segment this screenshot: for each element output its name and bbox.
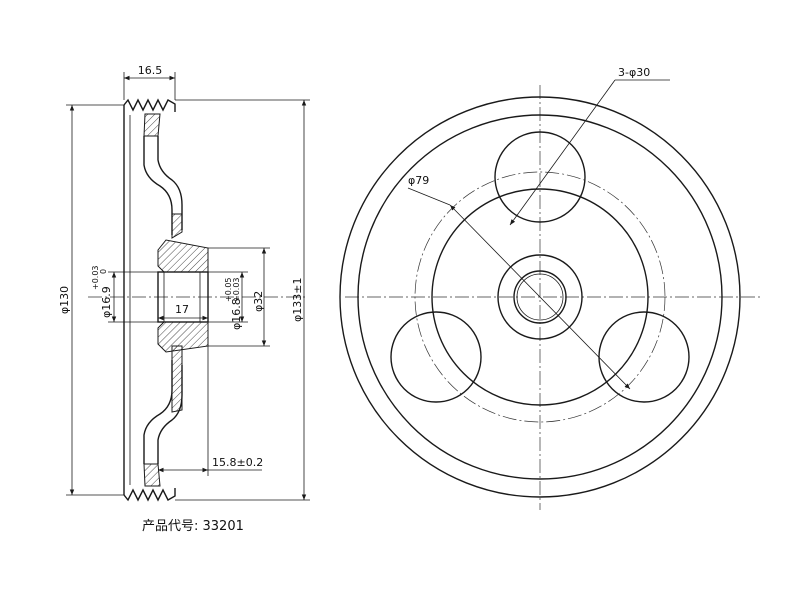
holes-leader <box>509 79 616 226</box>
hub-lower-section <box>157 321 209 353</box>
product-code: 产品代号: 33201 <box>142 519 244 534</box>
dim-16-8-label: φ16.8 <box>230 298 243 330</box>
dim-16-9-tol-lower: 0 <box>99 269 108 274</box>
pcd-dim-line <box>449 204 631 390</box>
web-upper-outer <box>143 136 173 235</box>
dim-17-label: 17 <box>175 303 189 316</box>
top-vgroove <box>123 98 176 112</box>
holes-label: 3-φ30 <box>618 66 650 79</box>
dim-15-8-label: 15.8±0.2 <box>212 456 263 469</box>
dim-16-9-label: φ16.9 <box>100 286 113 318</box>
pcd-label: φ79 <box>408 174 429 187</box>
pcd-leader <box>407 187 451 206</box>
web-lower-outer <box>143 360 173 464</box>
pitch-circle <box>414 171 666 423</box>
dim-130-label: φ130 <box>58 286 71 314</box>
hub-upper-section <box>157 239 209 273</box>
top-rim-section <box>143 113 161 137</box>
web-step-circle <box>431 188 649 406</box>
outer-rim-circle <box>339 96 741 498</box>
dim-133-label: φ133±1 <box>291 278 304 322</box>
inner-rim-circle <box>357 114 723 480</box>
front-view: 3-φ30 φ79 <box>339 66 760 510</box>
dim-16-9-tol-upper: +0.03 <box>91 265 100 290</box>
dim-32-label: φ32 <box>252 291 265 312</box>
dim-16-5-label: 16.5 <box>138 64 163 77</box>
web-lower-section <box>171 345 183 413</box>
dim-16-8-tol-upper: +0.05 <box>224 277 233 302</box>
hub-bore <box>157 271 209 323</box>
web-upper-inner <box>157 136 183 230</box>
bottom-vgroove <box>123 488 176 502</box>
web-upper-section <box>171 213 183 239</box>
bottom-rim-section <box>143 463 161 487</box>
section-view: 16.5 φ130 φ16.9 +0.03 0 17 φ16.8 +0.05 +… <box>58 64 310 502</box>
dim-16-8-tol-lower: +0.03 <box>232 277 241 302</box>
